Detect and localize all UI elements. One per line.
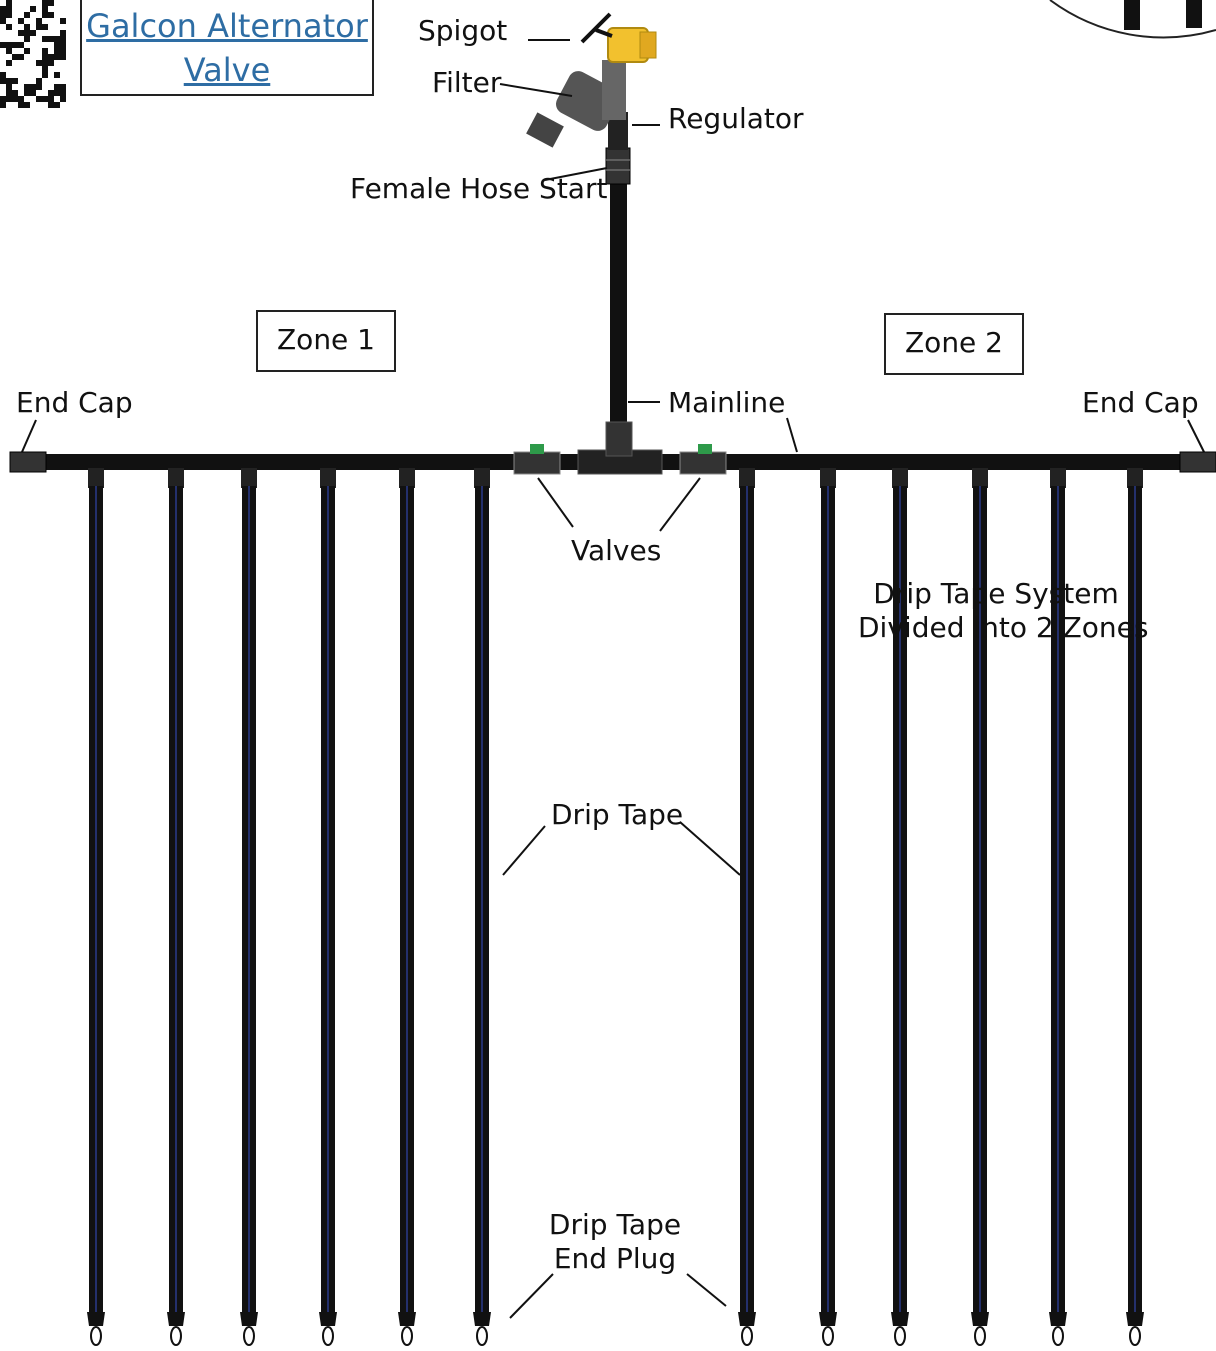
tape-connector — [474, 468, 490, 488]
end-plug-loop — [170, 1326, 182, 1346]
filter-label: Filter — [432, 66, 502, 99]
tape-connector — [168, 468, 184, 488]
tape-connector — [241, 468, 257, 488]
end-plug — [167, 1312, 185, 1326]
logo-icon — [1049, 0, 1216, 39]
end-plug — [1049, 1312, 1067, 1326]
end-plug-loop — [322, 1326, 334, 1346]
end-plug-label: Drip Tape End Plug — [542, 1208, 688, 1276]
end-plug — [738, 1312, 756, 1326]
end-plug-loop — [974, 1326, 986, 1346]
end-plug-loop — [1052, 1326, 1064, 1346]
tape-connector — [972, 468, 988, 488]
tape-connector — [1050, 468, 1066, 488]
link-line1[interactable]: Galcon Alternator — [86, 7, 368, 45]
end-cap-right-label: End Cap — [1082, 386, 1199, 419]
tape-connector — [892, 468, 908, 488]
tape-connector — [399, 468, 415, 488]
end-plug-line1: Drip Tape — [548, 1208, 682, 1241]
end-cap-left — [9, 451, 47, 473]
end-plug-loop — [894, 1326, 906, 1346]
end-plug-loop — [741, 1326, 753, 1346]
end-plug — [891, 1312, 909, 1326]
end-plug-line2: End Plug — [553, 1242, 677, 1275]
end-plug — [398, 1312, 416, 1326]
end-plug — [319, 1312, 337, 1326]
riser-pipe — [610, 180, 627, 450]
spigot — [580, 12, 657, 63]
end-plug — [87, 1312, 105, 1326]
leader-lines — [21, 39, 1205, 1319]
female-hose-start — [605, 147, 631, 185]
qr-code-icon — [0, 0, 66, 108]
system-title: Drip Tape System Divided into 2 Zones — [858, 577, 1149, 645]
end-cap-left-label: End Cap — [16, 386, 133, 419]
regulator — [608, 112, 628, 150]
system-title-line2: Divided into 2 Zones — [858, 611, 1149, 644]
valves-label: Valves — [571, 534, 662, 567]
end-plug-loop — [90, 1326, 102, 1346]
zone1-label: Zone 1 — [256, 310, 396, 372]
spigot-label: Spigot — [418, 14, 508, 47]
zone2-label: Zone 2 — [884, 313, 1024, 375]
system-title-line1: Drip Tape System — [873, 577, 1119, 610]
link-line2[interactable]: Valve — [183, 51, 271, 89]
tape-connector — [1127, 468, 1143, 488]
filter — [526, 60, 626, 148]
end-plug-loop — [822, 1326, 834, 1346]
end-plug-loop — [1129, 1326, 1141, 1346]
valve-left — [513, 444, 561, 475]
tape-connector — [88, 468, 104, 488]
drip-tape-label: Drip Tape — [551, 798, 684, 831]
end-plug — [473, 1312, 491, 1326]
end-cap-right — [1179, 451, 1216, 473]
end-plug — [1126, 1312, 1144, 1326]
end-plug — [240, 1312, 258, 1326]
drip-tapes — [87, 468, 1144, 1346]
tape-connector — [739, 468, 755, 488]
mainline-label: Mainline — [668, 386, 786, 419]
end-plug — [819, 1312, 837, 1326]
tape-connector — [820, 468, 836, 488]
end-plug-loop — [243, 1326, 255, 1346]
end-plug-loop — [476, 1326, 488, 1346]
end-plug-loop — [401, 1326, 413, 1346]
end-plug — [971, 1312, 989, 1326]
female-hose-start-label: Female Hose Start — [350, 172, 608, 205]
tape-connector — [320, 468, 336, 488]
regulator-label: Regulator — [668, 102, 804, 135]
galcon-alternator-valve-link[interactable]: Galcon Alternator Valve — [80, 0, 374, 96]
valve-right — [679, 444, 727, 475]
